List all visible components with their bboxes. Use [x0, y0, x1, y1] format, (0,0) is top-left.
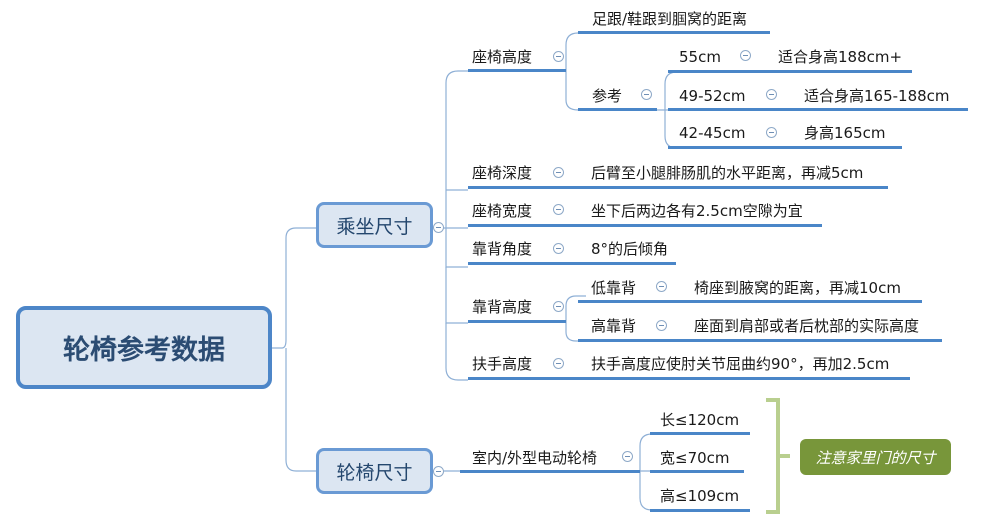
topic-underline: [668, 146, 790, 149]
topic-underline: [468, 186, 578, 189]
topic-wheelchair-size[interactable]: 轮椅尺寸: [316, 448, 433, 494]
collapse-icon[interactable]: [553, 301, 564, 312]
topic-underline: [668, 108, 790, 111]
topic-reference[interactable]: 参考: [592, 87, 623, 105]
topic-underline: [650, 509, 750, 512]
topic-underline: [682, 300, 922, 303]
summary-note[interactable]: 注意家里门的尺寸: [800, 439, 951, 475]
topic-underline: [790, 146, 902, 149]
collapse-icon[interactable]: [656, 281, 667, 292]
topic-underline: [578, 377, 910, 380]
topic-armrest-height[interactable]: 扶手高度: [472, 355, 533, 373]
topic-back-height[interactable]: 靠背高度: [472, 298, 533, 316]
collapse-icon[interactable]: [553, 204, 564, 215]
collapse-icon[interactable]: [622, 451, 633, 462]
topic-underline: [578, 224, 822, 227]
topic-underline: [650, 470, 744, 473]
reference-size[interactable]: 55cm: [679, 48, 721, 66]
topic-armrest-value[interactable]: 扶手高度应使肘关节屈曲约90°，再加2.5cm: [591, 355, 890, 373]
reference-size[interactable]: 49-52cm: [679, 87, 746, 105]
topic-underline: [765, 70, 912, 73]
collapse-icon[interactable]: [553, 167, 564, 178]
reference-fit[interactable]: 身高165cm: [804, 124, 886, 142]
topic-underline: [668, 70, 765, 73]
collapse-icon[interactable]: [740, 50, 751, 61]
root-topic[interactable]: 轮椅参考数据: [16, 306, 272, 389]
topic-wheelchair-type[interactable]: 室内/外型电动轮椅: [472, 449, 598, 467]
topic-underline: [468, 377, 578, 380]
topic-underline: [578, 108, 657, 111]
collapse-icon[interactable]: [766, 89, 777, 100]
reference-size[interactable]: 42-45cm: [679, 124, 746, 142]
topic-width[interactable]: 宽≤70cm: [660, 449, 730, 467]
collapse-icon[interactable]: [433, 222, 444, 233]
topic-underline: [578, 339, 682, 342]
topic-seat-width-value[interactable]: 坐下后两边各有2.5cm空隙为宜: [591, 202, 803, 220]
topic-seat-depth-value[interactable]: 后臂至小腿腓肠肌的水平距离，再减5cm: [591, 164, 864, 182]
topic-high-back-value[interactable]: 座面到肩部或者后枕部的实际高度: [694, 317, 920, 335]
collapse-icon[interactable]: [553, 358, 564, 369]
collapse-icon[interactable]: [553, 51, 564, 62]
topic-back-angle[interactable]: 靠背角度: [472, 240, 533, 258]
collapse-icon[interactable]: [766, 127, 777, 138]
topic-underline: [650, 432, 750, 435]
topic-ride-size[interactable]: 乘坐尺寸: [316, 202, 433, 248]
topic-low-back-value[interactable]: 椅座到腋窝的距离，再减10cm: [694, 279, 901, 297]
topic-underline: [468, 320, 566, 323]
topic-height[interactable]: 高≤109cm: [660, 487, 740, 505]
topic-underline: [468, 69, 566, 72]
topic-underline: [578, 186, 888, 189]
topic-seat-height[interactable]: 座椅高度: [472, 48, 533, 66]
topic-back-angle-value[interactable]: 8°的后倾角: [591, 240, 669, 258]
topic-underline: [460, 470, 640, 473]
collapse-icon[interactable]: [641, 89, 652, 100]
collapse-icon[interactable]: [656, 320, 667, 331]
reference-fit[interactable]: 适合身高165-188cm: [804, 87, 950, 105]
topic-high-back[interactable]: 高靠背: [591, 317, 637, 335]
topic-underline: [578, 31, 770, 34]
topic-underline: [682, 339, 942, 342]
collapse-icon[interactable]: [553, 243, 564, 254]
topic-seat-height-measure[interactable]: 足跟/鞋跟到腘窝的距离: [592, 10, 748, 28]
topic-low-back[interactable]: 低靠背: [591, 279, 637, 297]
topic-underline: [468, 224, 578, 227]
reference-fit[interactable]: 适合身高188cm+: [778, 48, 903, 66]
topic-underline: [578, 300, 682, 303]
topic-underline: [790, 108, 968, 111]
topic-length[interactable]: 长≤120cm: [660, 411, 740, 429]
topic-underline: [468, 262, 578, 265]
collapse-icon[interactable]: [433, 466, 444, 477]
topic-underline: [578, 262, 676, 265]
topic-seat-width[interactable]: 座椅宽度: [472, 202, 533, 220]
topic-seat-depth[interactable]: 座椅深度: [472, 164, 533, 182]
